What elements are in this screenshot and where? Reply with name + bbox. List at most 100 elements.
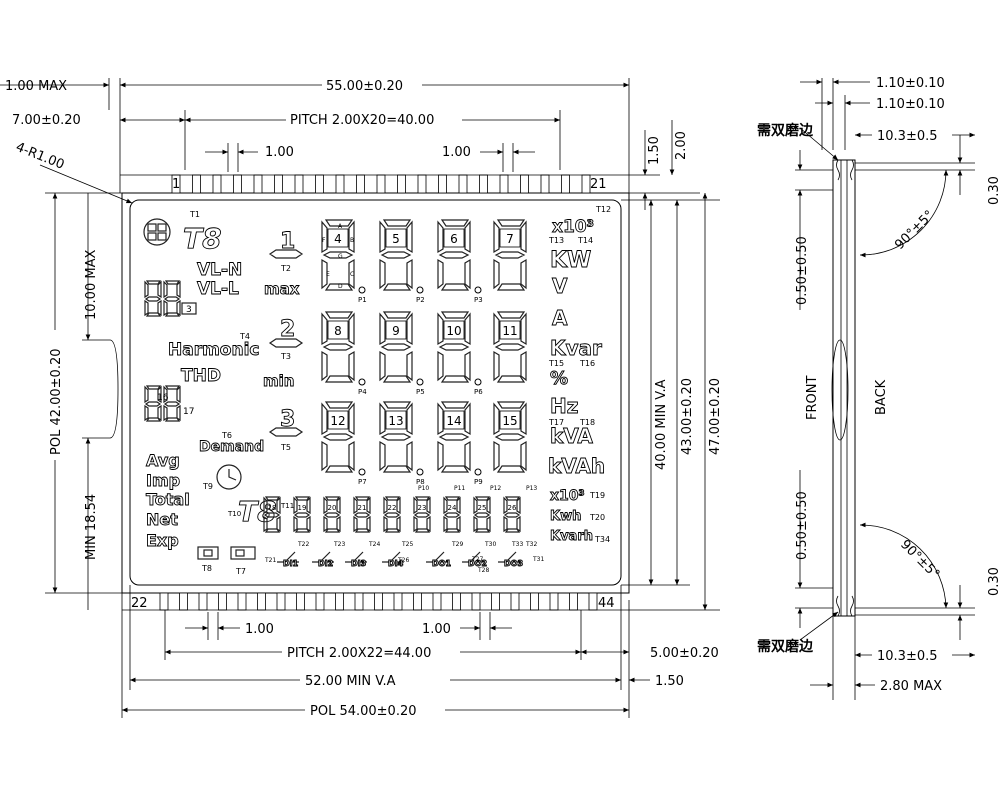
- status-label: DI1: [283, 559, 299, 568]
- label-net: Net: [146, 510, 178, 529]
- dim-top-150: 1.50: [647, 136, 662, 165]
- status-label: DO3: [504, 559, 523, 568]
- unit-v: V: [552, 274, 568, 298]
- viewing-area: [129, 199, 622, 586]
- bottom-pin: [510, 592, 520, 611]
- dim-103-top: 10.3±0.5: [877, 129, 938, 144]
- tag-t18: T18: [579, 418, 595, 427]
- unit-x10: x10³: [552, 217, 594, 237]
- bottom-pin: [374, 592, 383, 611]
- tag-t14: T14: [577, 236, 593, 245]
- decimal-point-label: P8: [416, 478, 425, 486]
- dim-050-bottom: 0.50±0.50: [795, 491, 810, 560]
- bottom-pin: [276, 592, 286, 611]
- unit-x10-bottom: x10³: [550, 488, 585, 504]
- bottom-pin: [335, 592, 344, 611]
- bottom-pin: [296, 592, 305, 611]
- row-number-1: 1: [280, 229, 295, 254]
- label-vl-n: VL-N: [197, 260, 242, 280]
- small-digit-number: 23: [418, 504, 427, 512]
- top-pin: [192, 174, 201, 194]
- row-tag-t5: T5: [280, 443, 291, 452]
- switch-icon: [498, 551, 520, 563]
- top-left-digit: T8: [183, 222, 222, 255]
- status-tag: T21: [264, 557, 276, 564]
- decimal-point-label: P3: [474, 296, 483, 304]
- unit-percent: %: [550, 368, 568, 389]
- top-pin: [315, 174, 324, 194]
- digit-number: 9: [392, 324, 400, 338]
- switch-icon: [426, 551, 448, 563]
- decimal-point-label: P9: [474, 478, 483, 486]
- bottom-pin-strip: [122, 592, 629, 611]
- bottom-pin: [237, 592, 247, 611]
- note-top: 需双磨边: [757, 122, 814, 139]
- status-tag: T28: [477, 567, 489, 574]
- unit-kvah: kVAh: [548, 454, 605, 478]
- bottom-pin: [569, 592, 578, 611]
- small-digit-number: 25: [478, 504, 487, 512]
- dim-pin-width-top-left: 1.00: [265, 145, 294, 160]
- status-label: DI2: [318, 559, 333, 568]
- dim-pol-width: POL 54.00±0.20: [310, 704, 417, 719]
- bottom-pin: [179, 592, 188, 611]
- digit-number: 7: [506, 232, 514, 246]
- tag-t4: T4: [239, 332, 250, 341]
- tag-t16: T16: [579, 359, 595, 368]
- digit-number: 5: [392, 232, 400, 246]
- status-tag: T29: [451, 541, 463, 548]
- big-digit-grid: 4P15P26P378P49P510P61112P713P814P915ABCD…: [321, 219, 527, 486]
- segment-letter: G: [338, 253, 343, 260]
- status-tag: T27: [471, 556, 483, 563]
- bottom-pin: [549, 592, 559, 611]
- dim-angle-bottom: 90°±5°: [897, 537, 942, 582]
- digit-number: 4: [334, 232, 342, 246]
- tag-t12: T12: [595, 205, 611, 214]
- digit-number: 10: [446, 324, 461, 338]
- tag-t19: T19: [589, 491, 605, 500]
- status-label: DO1: [432, 559, 451, 568]
- unit-kvar: Kvar: [550, 336, 602, 360]
- row-tag-t2: T2: [280, 264, 291, 273]
- label-total: Total: [146, 490, 190, 509]
- digit-number: 14: [446, 414, 461, 428]
- dim-10-max: 10.00 MAX: [84, 250, 99, 320]
- top-pin: [294, 174, 304, 194]
- top-pin: [253, 174, 263, 194]
- bottom-pin: [198, 592, 208, 611]
- switch-icon: [345, 551, 367, 563]
- top-pin: [397, 174, 406, 194]
- status-tag: T33: [511, 541, 523, 548]
- dim-47: 47.00±0.20: [708, 378, 723, 455]
- bottom-pin: [413, 592, 422, 611]
- bottom-pin: [471, 592, 481, 611]
- tag-t8b: T8: [201, 564, 212, 573]
- label-front: FRONT: [805, 376, 820, 420]
- dim-110-a: 1.10±0.10: [876, 76, 945, 91]
- comm-icon-2: [230, 546, 256, 560]
- dim-pin-width-top-right: 1.00: [442, 145, 471, 160]
- bottom-point-label: P13: [526, 485, 537, 492]
- bottom-pin: [432, 592, 442, 611]
- status-tag: T23: [333, 541, 345, 548]
- pin-1-label: 1: [172, 177, 180, 192]
- dim-left-offset: 7.00±0.20: [12, 113, 81, 128]
- dim-103-bottom: 10.3±0.5: [877, 649, 938, 664]
- row-number-3: 3: [280, 407, 295, 432]
- lcd-segments: T8 T1 VL-N VL-L 1 T2 max T4 2 T3 Harmoni…: [143, 205, 611, 576]
- dim-pol-height: POL 42.00±0.20: [49, 348, 64, 455]
- top-pin: [233, 174, 242, 194]
- top-pin: [417, 174, 427, 194]
- small-digit-16: 16: [157, 393, 169, 403]
- top-pin: [438, 174, 447, 194]
- decimal-point-label: P6: [474, 388, 483, 396]
- tag-t11: T11: [280, 502, 294, 510]
- digit-number: 12: [330, 414, 345, 428]
- bottom-pin: [218, 592, 227, 611]
- segment-letter: F: [322, 237, 326, 244]
- clock-icon: [216, 464, 242, 490]
- bottom-pin: [354, 592, 364, 611]
- top-pin: [212, 174, 222, 194]
- segment-letter: B: [350, 237, 354, 244]
- decimal-point-label: P4: [358, 388, 367, 396]
